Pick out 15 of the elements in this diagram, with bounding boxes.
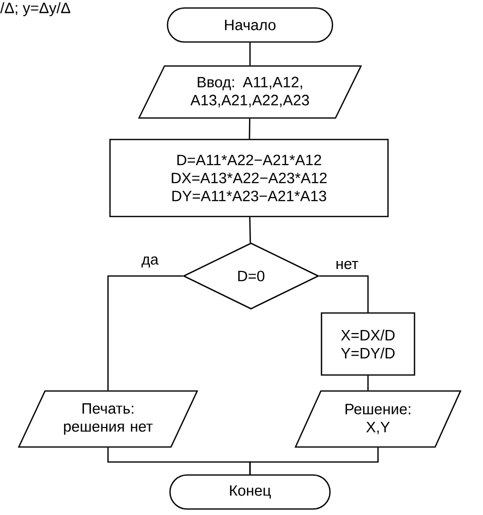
connector-line: [367, 376, 369, 390]
connector-line: [249, 42, 251, 66]
edge-label: нет: [334, 260, 360, 270]
terminal-box: Конец: [169, 474, 331, 510]
connector-line: [107, 275, 183, 390]
connector-line: [249, 448, 379, 474]
terminal-box: Начало: [166, 7, 334, 43]
connector-line: [248, 118, 250, 139]
connector-line: [249, 217, 251, 243]
edge-label: да: [140, 255, 160, 269]
process-box: D=A11*A22−A21*A12 DX=A13*A22−A23*A12 DY=A11*A23−A21*A13: [109, 138, 389, 218]
input-output-parallelogram: Решение: X,Y: [294, 390, 462, 448]
process-box: X=DX/D Y=DY/D: [320, 312, 416, 376]
formula-fragment: /Δ; y=Δy/Δ: [0, 2, 70, 16]
connector-line: [319, 275, 369, 312]
